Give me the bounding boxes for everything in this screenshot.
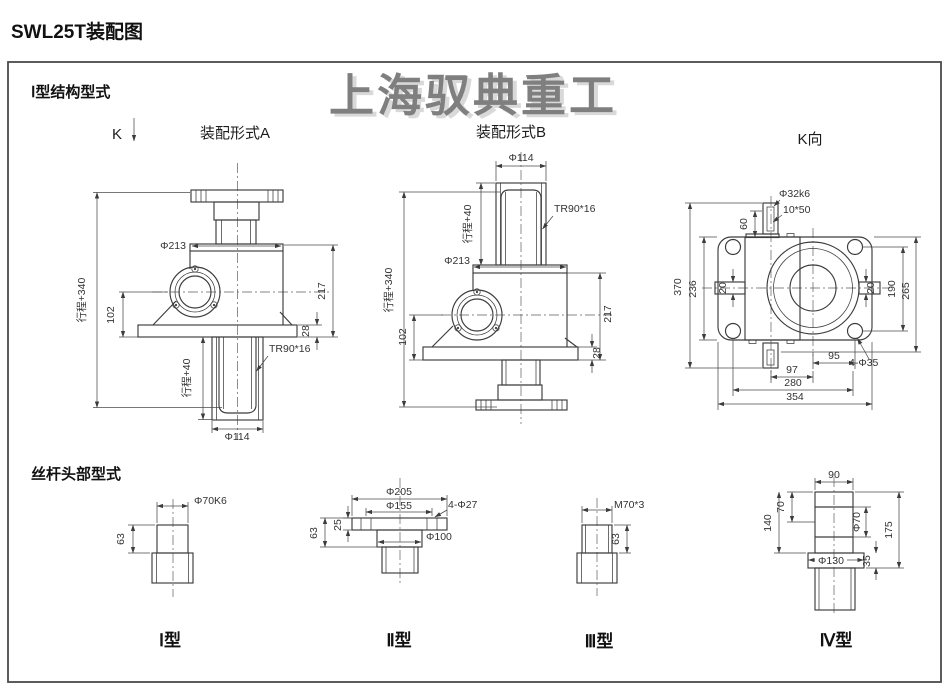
dim-holes-35: 4-Φ35 — [849, 357, 879, 369]
dim-213-a: Φ213 — [160, 240, 186, 252]
head-type-4-drawing: 90 70 140 Φ70 175 Φ130 35 — [762, 469, 904, 614]
dim-35: 35 — [861, 555, 873, 567]
dim-63-t2: 63 — [308, 527, 320, 539]
dim-tr90-a: TR90*16 — [269, 343, 311, 355]
dim-213-b: Φ213 — [444, 255, 470, 267]
dim-m70: M70*3 — [614, 499, 645, 511]
dim-63-t1: 63 — [115, 533, 127, 545]
dim-20-right: 20 — [865, 282, 877, 294]
dim-holes-27: 4-Φ27 — [448, 499, 478, 511]
dim-114-a: Φ114 — [224, 431, 249, 443]
dim-28-b: 28 — [591, 347, 603, 359]
dim-60: 60 — [738, 218, 750, 230]
k-direction-arrow: K — [112, 118, 137, 143]
dim-370: 370 — [672, 278, 684, 296]
watermark: 上海驭典重工 — [329, 70, 617, 121]
dim-stroke340-a: 行程+340 — [75, 278, 88, 323]
type-3-label: Ⅲ型 — [585, 631, 614, 651]
dim-stroke40-a: 行程+40 — [180, 358, 193, 397]
dim-63-t3: 63 — [610, 533, 622, 545]
dim-70k6: Φ70K6 — [194, 495, 227, 507]
dim-28-a: 28 — [300, 325, 312, 337]
section-structure-heading: Ⅰ型结构型式 — [31, 83, 110, 101]
dim-102-b: 102 — [397, 328, 409, 346]
view-form-b-drawing: Φ114 行程+40 TR90*16 Φ213 行程+340 102 217 2… — [382, 152, 614, 424]
type-4-label: Ⅳ型 — [820, 630, 853, 650]
drawing-border — [7, 61, 942, 683]
dim-70: 70 — [775, 501, 787, 513]
view-k-caption: K向 — [797, 131, 822, 148]
dim-155: Φ155 — [386, 500, 412, 512]
head-type-3-drawing: M70*3 63 — [576, 498, 645, 596]
watermark-shadow: 上海驭典重工 — [333, 73, 621, 124]
dim-140: 140 — [762, 514, 774, 532]
type-2-label: Ⅱ型 — [386, 630, 411, 650]
view-k-drawing: Φ32k6 10*50 60 370 236 20 20 190 265 95 — [672, 188, 921, 410]
head-type-2-drawing: Φ205 Φ155 4-Φ27 25 63 Φ100 — [308, 478, 478, 584]
dim-175: 175 — [883, 521, 895, 539]
dim-stroke340-b: 行程+340 — [382, 268, 395, 313]
dim-keyway: 10*50 — [783, 204, 811, 216]
dim-97: 97 — [786, 364, 798, 376]
dim-236: 236 — [687, 280, 699, 298]
dim-stroke40-b: 行程+40 — [461, 204, 474, 243]
dim-217-b: 217 — [602, 305, 614, 323]
dim-130: Φ130 — [818, 555, 844, 567]
page-title: SWL25T装配图 — [11, 20, 143, 43]
dim-217-a: 217 — [316, 282, 328, 300]
k-direction-label: K — [112, 126, 122, 143]
dim-265: 265 — [900, 282, 912, 300]
dim-tr90-b: TR90*16 — [554, 203, 596, 215]
dim-100: Φ100 — [426, 531, 452, 543]
dim-190: 190 — [886, 280, 898, 298]
type-1-label: Ⅰ型 — [159, 630, 181, 650]
view-form-a-caption: 装配形式A — [200, 125, 270, 142]
dim-95: 95 — [828, 350, 840, 362]
view-form-a-drawing: 行程+340 Φ213 102 217 28 TR90*16 行程+40 Φ11… — [75, 163, 338, 443]
dim-20-left: 20 — [717, 282, 729, 294]
dim-dia70: Φ70 — [851, 512, 863, 532]
section-screwhead-heading: 丝杆头部型式 — [31, 465, 121, 483]
view-form-b-caption: 装配形式B — [476, 124, 546, 141]
dim-354: 354 — [786, 391, 804, 403]
dim-32k6: Φ32k6 — [779, 188, 810, 200]
dim-205: Φ205 — [386, 486, 412, 498]
dim-25: 25 — [332, 519, 344, 531]
dim-114-b: Φ114 — [508, 152, 533, 164]
dim-90: 90 — [828, 469, 840, 481]
dim-102-a: 102 — [105, 306, 117, 324]
dim-280: 280 — [784, 377, 802, 389]
head-type-1-drawing: Φ70K6 63 — [115, 495, 227, 597]
